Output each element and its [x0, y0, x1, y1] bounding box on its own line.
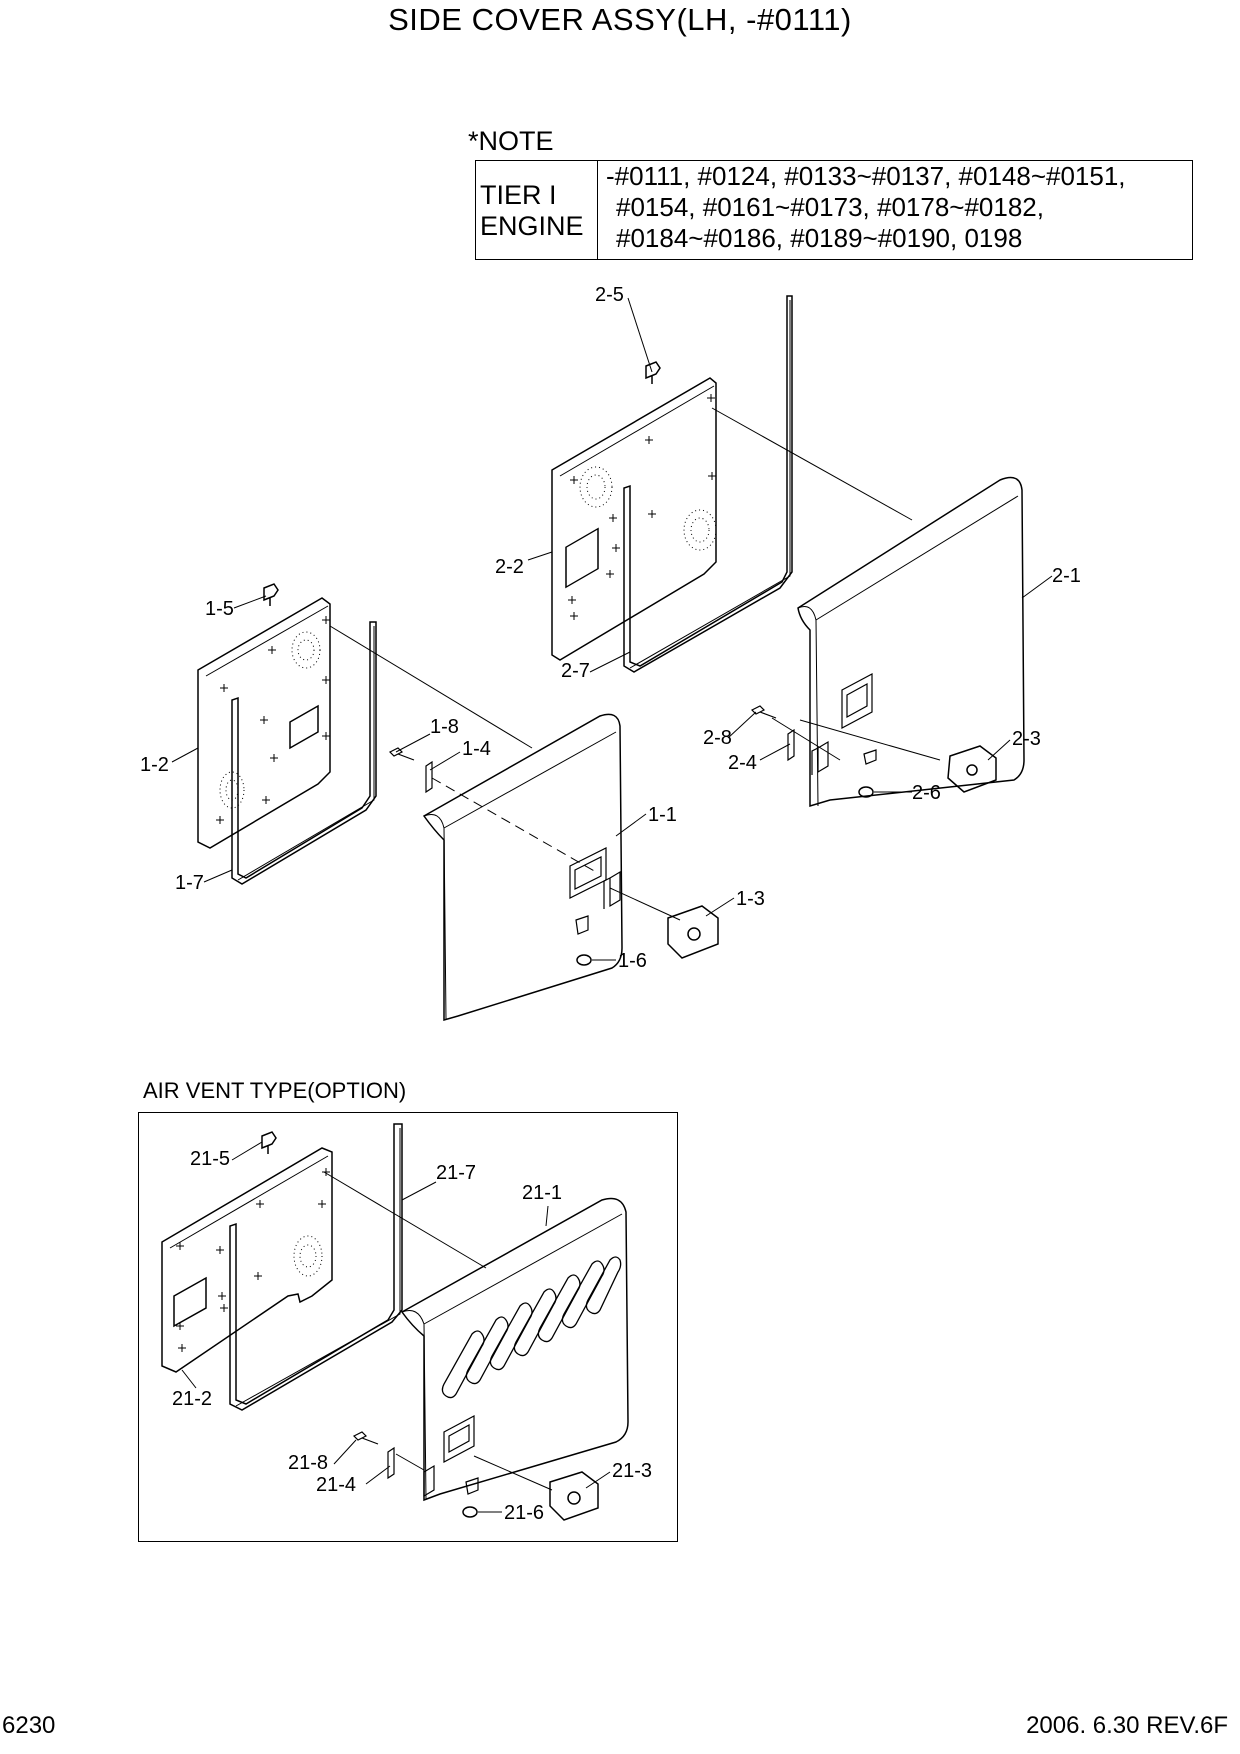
vent-dots-21-2	[293, 1235, 323, 1277]
pin-21-5	[261, 1131, 277, 1154]
callout-2-1: 2-1	[1052, 565, 1081, 587]
latch-bracket-2-1	[811, 740, 829, 775]
callout-21-7: 21-7	[436, 1162, 477, 1184]
lock-21-3	[549, 1471, 599, 1521]
callout-2-8: 2-8	[703, 727, 732, 749]
seal-2-7	[623, 295, 793, 673]
latch-bracket-21-1	[423, 1464, 435, 1498]
callout-1-3: 1-3	[736, 888, 765, 910]
note-serial-line: #0154, #0161~#0173, #0178~#0182,	[616, 192, 1044, 222]
screw-marks-2-2	[568, 394, 716, 620]
seal-1-7	[231, 621, 377, 885]
callout-21-2: 21-2	[172, 1388, 213, 1410]
note-tier-line1: TIER I	[480, 180, 557, 210]
lock-cylinder-2-3	[966, 764, 978, 776]
callout-2-4: 2-4	[728, 752, 757, 774]
callout-1-2: 1-2	[140, 754, 169, 776]
callout-21-4: 21-4	[316, 1474, 357, 1496]
note-serials-cell: -#0111, #0124, #0133~#0137, #0148~#0151,…	[598, 161, 1192, 259]
callout-1-4: 1-4	[462, 738, 491, 760]
inner-panel-1-2	[197, 597, 331, 849]
callout-21-6: 21-6	[504, 1502, 545, 1524]
revision-date: 2006. 6.30 REV.6F	[1026, 1712, 1228, 1739]
striker-21-4	[387, 1446, 395, 1480]
callout-21-5: 21-5	[190, 1148, 231, 1170]
note-table: TIER I ENGINE -#0111, #0124, #0133~#0137…	[475, 160, 1193, 260]
handle-recess-2-1	[841, 673, 873, 729]
lock-cylinder-1-3	[687, 927, 701, 941]
latch-tab-21-1	[465, 1477, 479, 1495]
pin-1-5	[263, 583, 279, 606]
inset-frame	[138, 1112, 678, 1542]
seal-21-7	[229, 1123, 403, 1411]
outer-cover-2-1	[797, 476, 1025, 808]
page-title: SIDE COVER ASSY(LH, -#0111)	[388, 2, 852, 37]
inset-label: AIR VENT TYPE(OPTION)	[143, 1078, 407, 1103]
lock-cylinder-21-3	[567, 1491, 581, 1505]
vent-dots-2-2	[579, 466, 717, 551]
air-vent-louvers-21-1	[441, 1256, 622, 1399]
callout-1-6: 1-6	[618, 950, 647, 972]
nut-1-6	[576, 954, 592, 966]
striker-1-4	[425, 760, 433, 794]
lock-1-3	[667, 905, 719, 959]
lock-2-3	[947, 745, 997, 793]
leader-lines	[171, 297, 1053, 1513]
outer-cover-21-1	[400, 1197, 629, 1502]
assembly-21	[161, 1123, 629, 1521]
bolt-1-8	[388, 747, 415, 761]
panel-window-1-2	[289, 704, 319, 750]
nut-21-6	[462, 1506, 478, 1518]
callout-21-3: 21-3	[612, 1460, 653, 1482]
inner-panel-21-2	[161, 1147, 333, 1373]
note-label: *NOTE	[468, 126, 554, 156]
callout-1-1: 1-1	[648, 804, 677, 826]
callout-2-6: 2-6	[912, 782, 941, 804]
note-serial-line: -#0111, #0124, #0133~#0137, #0148~#0151,	[606, 161, 1126, 191]
handle-recess-21-1	[443, 1415, 475, 1463]
panel-window-21-2	[173, 1276, 207, 1328]
latch-bracket-1-1	[603, 870, 621, 909]
vent-dots-1-2	[219, 631, 321, 809]
callout-1-8: 1-8	[430, 716, 459, 738]
screw-marks-21-2	[176, 1168, 330, 1352]
panel-window-2-2	[565, 527, 599, 589]
assembly-1	[197, 583, 719, 1021]
nut-2-6	[858, 786, 874, 798]
callout-1-7: 1-7	[175, 872, 204, 894]
note-serial-line: #0184~#0186, #0189~#0190, 0198	[616, 223, 1023, 253]
inner-panel-2-2	[551, 377, 717, 661]
callout-2-7: 2-7	[561, 660, 590, 682]
callout-1-5: 1-5	[205, 598, 234, 620]
screw-marks-1-2	[216, 616, 330, 824]
outer-cover-1-1	[422, 713, 623, 1021]
callout-2-5: 2-5	[595, 284, 624, 306]
latch-tab-1-1	[575, 915, 589, 935]
assembly-2	[551, 295, 1025, 808]
callout-21-1: 21-1	[522, 1182, 563, 1204]
bolt-21-8	[352, 1431, 379, 1445]
striker-2-4	[787, 728, 795, 762]
pin-2-5	[645, 361, 661, 384]
latch-tab-2-1	[863, 749, 877, 765]
note-tier-cell: TIER I ENGINE	[476, 161, 598, 259]
handle-recess-1-1	[569, 847, 607, 899]
callout-2-2: 2-2	[495, 556, 524, 578]
page-number: 6230	[2, 1712, 56, 1739]
callout-2-3: 2-3	[1012, 728, 1041, 750]
note-tier-line2: ENGINE	[480, 211, 584, 241]
callout-21-8: 21-8	[288, 1452, 329, 1474]
